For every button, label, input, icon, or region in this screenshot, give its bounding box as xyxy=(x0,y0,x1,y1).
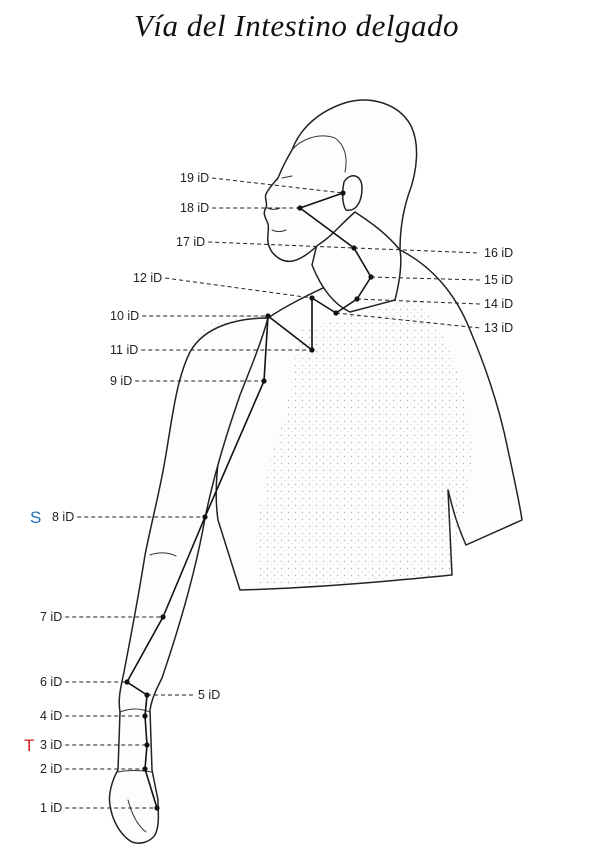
point-label-p17: 17 iD xyxy=(176,235,205,249)
body-figure xyxy=(109,100,522,843)
point-label-p10: 10 iD xyxy=(110,309,139,323)
point-label-p11: 11 iD xyxy=(110,343,138,357)
acupoint-p1 xyxy=(154,805,159,810)
acupoint-p8 xyxy=(202,514,207,519)
point-label-p3: 3 iD xyxy=(40,738,62,752)
point-label-p4: 4 iD xyxy=(40,709,62,723)
acupoint-p3 xyxy=(144,742,149,747)
acupoint-p7 xyxy=(160,614,165,619)
point-label-p8: 8 iD xyxy=(52,510,74,524)
acupoint-p18 xyxy=(297,205,302,210)
acupoint-p13 xyxy=(333,310,338,315)
acupoint-p14 xyxy=(354,296,359,301)
acupoint-p19 xyxy=(340,190,345,195)
acupoint-p11 xyxy=(309,347,314,352)
point-label-p1: 1 iD xyxy=(40,801,62,815)
acupoint-p4 xyxy=(142,713,147,718)
point-label-p6: 6 iD xyxy=(40,675,62,689)
point-label-p14: 14 iD xyxy=(484,297,513,311)
marker-t: T xyxy=(24,736,34,755)
acupoint-p15 xyxy=(368,274,373,279)
point-label-p9: 9 iD xyxy=(110,374,132,388)
acupoint-p12 xyxy=(309,295,314,300)
point-label-p12: 12 iD xyxy=(133,271,162,285)
acupoint-p5 xyxy=(144,692,149,697)
point-label-p16: 16 iD xyxy=(484,246,513,260)
acupoint-p16 xyxy=(351,245,356,250)
leader-line-p12 xyxy=(165,278,312,298)
point-label-p5: 5 iD xyxy=(198,688,220,702)
point-label-p13: 13 iD xyxy=(484,321,513,335)
point-label-p7: 7 iD xyxy=(40,610,62,624)
acupoint-p9 xyxy=(261,378,266,383)
point-label-p15: 15 iD xyxy=(484,273,513,287)
acupoint-p10 xyxy=(265,313,270,318)
acupoint-p2 xyxy=(142,766,147,771)
marker-s: S xyxy=(30,508,41,527)
point-label-p18: 18 iD xyxy=(180,201,209,215)
acupoint-p6 xyxy=(124,679,129,684)
point-label-p2: 2 iD xyxy=(40,762,62,776)
point-label-p19: 19 iD xyxy=(180,171,209,185)
